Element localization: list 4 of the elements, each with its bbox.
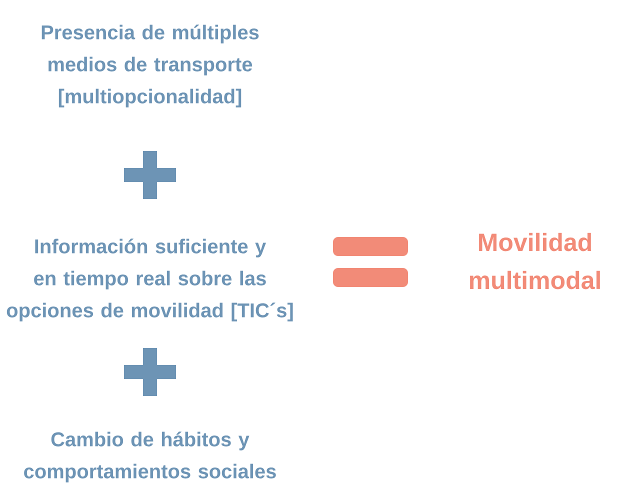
result-text: Movilidad multimodal — [470, 232, 600, 290]
term-text: Presencia de múltiples medios de transporte [multiopcionalidad] — [42, 24, 259, 108]
term-text: Cambio de hábitos y comportamientos sociales — [24, 432, 276, 482]
term-text: Información suficiente y en tiempo real sobre las opciones de movilidad [TIC´s] — [6, 238, 293, 322]
